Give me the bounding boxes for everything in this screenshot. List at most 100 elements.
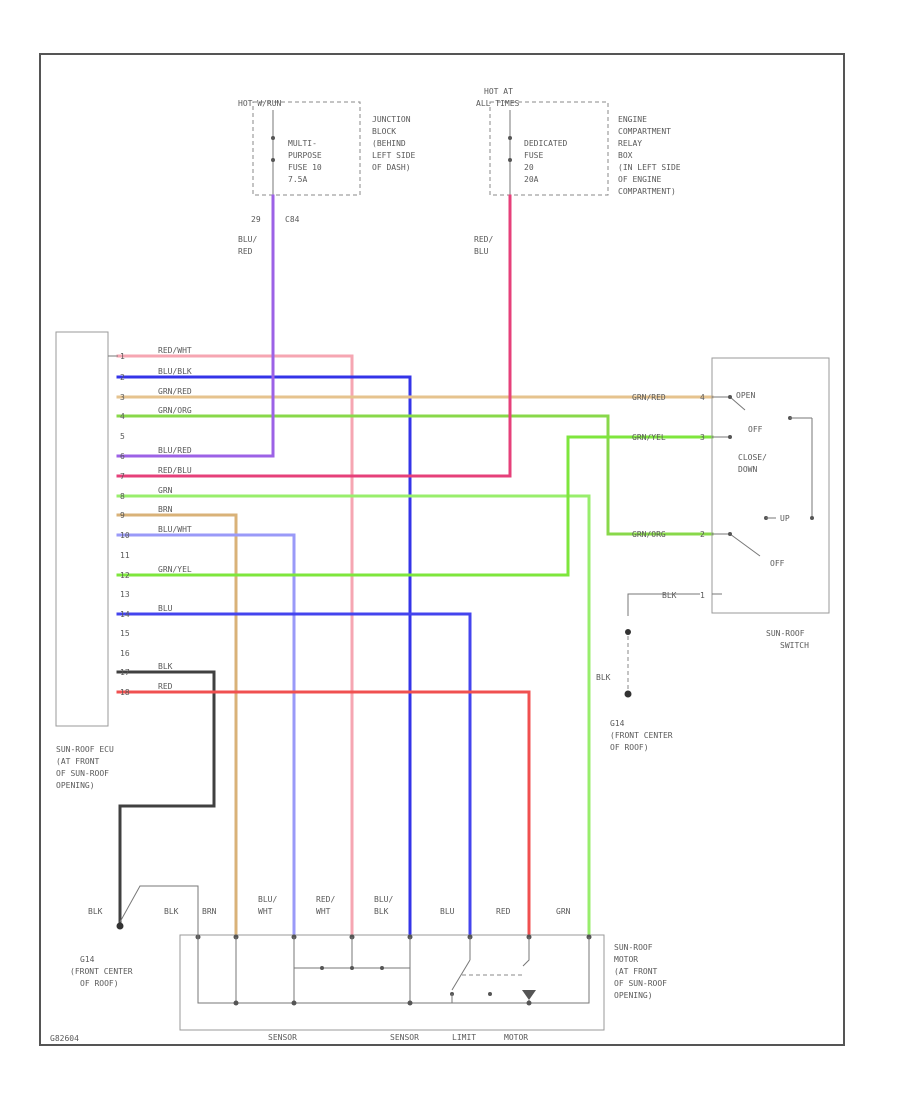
- fuse-right-location-5: (IN LEFT SIDE: [618, 163, 681, 172]
- fuse-right-symbol: [508, 136, 512, 140]
- switch-pin-4: 4: [700, 393, 705, 402]
- sun-roof-switch: GRN/RED 4 GRN/YEL 3 GRN/ORG 2 BLK 1 OPEN…: [596, 357, 830, 752]
- fuse-left-location-1: JUNCTION: [372, 115, 411, 124]
- motor-caption-4: OF SUN-ROOF: [614, 979, 667, 988]
- wire-red: [116, 690, 531, 937]
- fuse-right-location-6: OF ENGINE: [618, 175, 662, 184]
- switch-position-off-top: OFF: [748, 425, 763, 434]
- ecu-caption-3: OF SUN-ROOF: [56, 769, 109, 778]
- fuse-left-text-2: PURPOSE: [288, 151, 322, 160]
- switch-position-open: OPEN: [736, 391, 755, 400]
- wire-grn-org: [116, 414, 714, 536]
- motor-symbol: [522, 990, 536, 1000]
- fuse-right-hot-label-1: HOT AT: [484, 87, 513, 96]
- fuse-right-text-1: DEDICATED: [524, 139, 568, 148]
- ecu-pin-8: 8: [120, 492, 125, 501]
- switch-caption-1: SUN-ROOF: [766, 629, 805, 638]
- motor-wire-label-blk: BLK: [164, 907, 179, 916]
- wire-harness: [116, 194, 714, 937]
- ecu-pin-6: 6: [120, 452, 125, 461]
- motor-wire-label-grn: GRN: [556, 907, 571, 916]
- motor-wire-label-blu-blk-2: BLK: [374, 907, 389, 916]
- switch-ground-symbol: [624, 690, 632, 698]
- switch-ground-wire-label: BLK: [596, 673, 611, 682]
- ecu-pin-11: 11: [120, 551, 130, 560]
- motor-caption-1: SUN-ROOF: [614, 943, 653, 952]
- multi-purpose-fuse-block: HOT W/RUN MULTI- PURPOSE FUSE 10 7.5A JU…: [238, 99, 416, 256]
- ecu-wire-label-9: BRN: [158, 505, 173, 514]
- ecu-wire-label-4: GRN/ORG: [158, 406, 192, 415]
- ecu-caption-2: (AT FRONT: [56, 757, 100, 766]
- switch-box: [711, 357, 830, 614]
- switch-position-up: UP: [780, 514, 790, 523]
- switch-position-off-bottom: OFF: [770, 559, 785, 568]
- switch-pin-1: 1: [700, 591, 705, 600]
- fuse-right-text-4: 20A: [524, 175, 539, 184]
- ecu-pin-3: 3: [120, 393, 125, 402]
- wire-red-blu: [116, 194, 512, 478]
- ecu-wire-label-18: RED: [158, 682, 173, 691]
- fuse-left-pin-right: C84: [285, 215, 300, 224]
- ecu-caption-1: SUN-ROOF ECU: [56, 745, 114, 754]
- ecu-pin-labels: 1 2 3 4 5 6 7 8 9 10 11 12 13 14 15 16 1…: [120, 352, 130, 697]
- fuse-left-text-4: 7.5A: [288, 175, 307, 184]
- motor-wire-label-blu-wht-1: BLU/: [258, 895, 277, 904]
- motor-left-ground-caption-2: OF ROOF): [80, 979, 119, 988]
- motor-wire-label-blu: BLU: [440, 907, 455, 916]
- motor-left-ground-id: G14: [80, 955, 95, 964]
- ecu-pin-15: 15: [120, 629, 130, 638]
- motor-ground-symbol: [116, 922, 124, 930]
- switch-position-close: CLOSE/: [738, 453, 767, 462]
- ecu-wire-label-3: GRN/RED: [158, 387, 192, 396]
- switch-caption-2: SWITCH: [780, 641, 809, 650]
- fuse-left-hot-label: HOT W/RUN: [238, 99, 282, 108]
- ecu-wire-labels: RED/WHT BLU/BLK GRN/RED GRN/ORG BLU/RED …: [158, 346, 192, 691]
- ecu-wire-label-12: GRN/YEL: [158, 565, 192, 574]
- fuse-right-location-3: RELAY: [618, 139, 642, 148]
- ecu-pin-10: 10: [120, 531, 130, 540]
- fuse-left-location-4: LEFT SIDE: [372, 151, 416, 160]
- wire-grn: [116, 494, 591, 937]
- motor-left-ground-wire: BLK: [88, 907, 103, 916]
- ecu-pin-12: 12: [120, 571, 130, 580]
- ecu-pin-16: 16: [120, 649, 130, 658]
- wire-blu-red: [116, 194, 275, 458]
- ecu-pin-14: 14: [120, 610, 130, 619]
- wire-brn: [116, 513, 238, 937]
- fuse-left-location-2: BLOCK: [372, 127, 396, 136]
- ecu-pin-5: 5: [120, 432, 125, 441]
- ecu-pin-13: 13: [120, 590, 130, 599]
- wire-blk: [116, 670, 216, 924]
- sun-roof-motor: BLK BRN BLU/ WHT RED/ WHT BLU/ BLK BLU R…: [70, 885, 667, 1042]
- switch-ground-caption-2: OF ROOF): [610, 743, 649, 752]
- wire-grn-yel: [116, 435, 714, 577]
- switch-ground-top-dot: [625, 629, 631, 635]
- motor-ground-link: [119, 885, 199, 937]
- switch-wire-label-grn-yel: GRN/YEL: [632, 433, 666, 442]
- motor-caption-2: MOTOR: [614, 955, 638, 964]
- motor-left-ground-caption-1: (FRONT CENTER: [70, 967, 133, 976]
- switch-ground-wire: [627, 593, 700, 616]
- fuse-right-text-3: 20: [524, 163, 534, 172]
- switch-pin-3: 3: [700, 433, 705, 442]
- motor-wire-label-red-wht-2: WHT: [316, 907, 331, 916]
- fuse-left-pin-left: 29: [251, 215, 261, 224]
- fuse-right-text-2: FUSE: [524, 151, 543, 160]
- switch-wire-label-blk: BLK: [662, 591, 677, 600]
- ecu-pin-9: 9: [120, 511, 125, 520]
- fuse-right-wire-color-2: BLU: [474, 247, 489, 256]
- fuse-left-wire-color-1: BLU/: [238, 235, 257, 244]
- fuse-left-text-3: FUSE 10: [288, 163, 322, 172]
- fuse-left-dashed-box: [252, 101, 361, 196]
- corner-code: G82604: [50, 1034, 79, 1043]
- ecu-pin-1: 1: [120, 352, 125, 361]
- ecu-wire-label-14: BLU: [158, 604, 173, 613]
- fuse-right-hot-label-2: ALL TIMES: [476, 99, 520, 108]
- fuse-left-location-5: OF DASH): [372, 163, 411, 172]
- fuse-right-location-4: BOX: [618, 151, 633, 160]
- fuse-right-wire-color-1: RED/: [474, 235, 493, 244]
- switch-wire-label-grn-org: GRN/ORG: [632, 530, 666, 539]
- ecu-pin-2: 2: [120, 373, 125, 382]
- motor-section-limit: LIMIT: [452, 1033, 476, 1042]
